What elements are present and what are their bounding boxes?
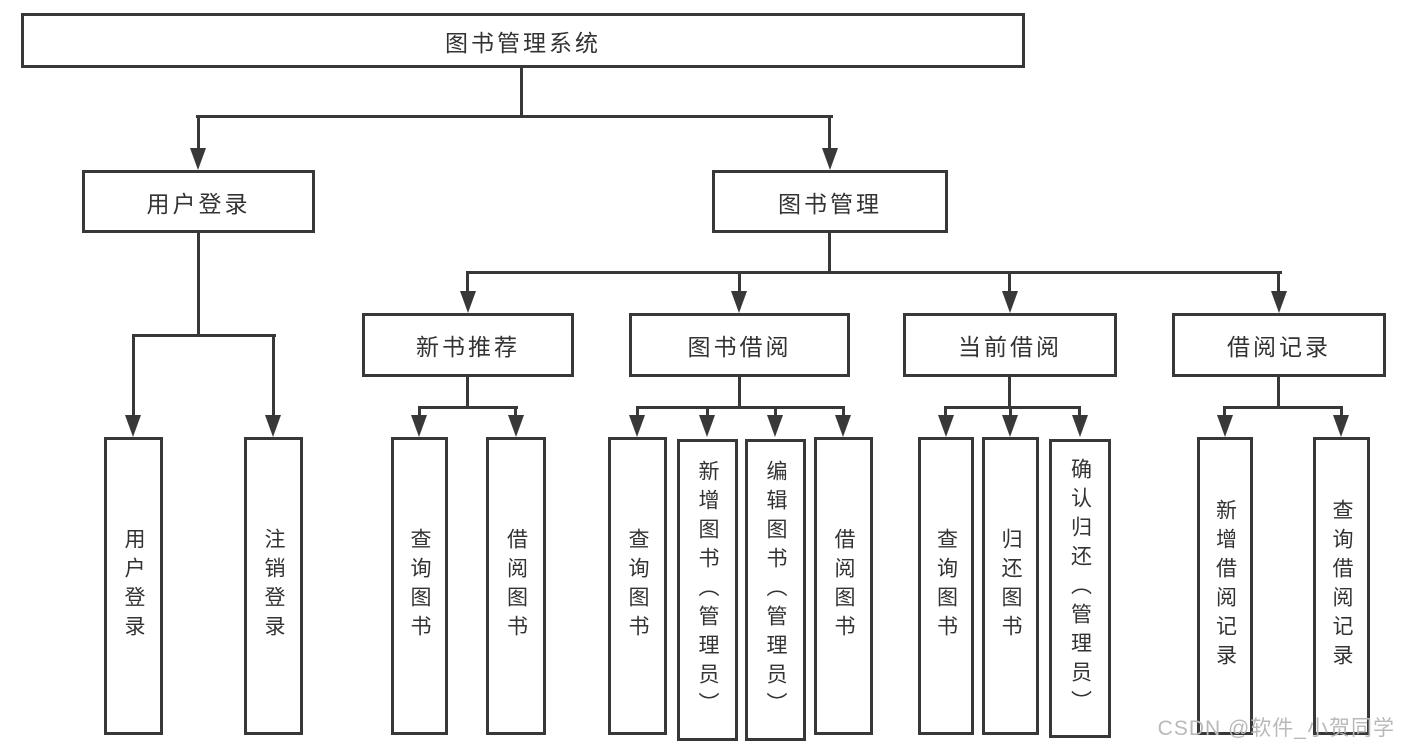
arrow-down-icon xyxy=(1333,415,1349,437)
connector-line xyxy=(1340,406,1343,418)
leaf-label: 查询图书 xyxy=(626,528,649,644)
leaf-label: 注销登录 xyxy=(262,528,285,644)
arrow-down-icon xyxy=(1271,291,1287,313)
connector-line xyxy=(196,115,833,118)
leaf-label: 编辑图书（管理员） xyxy=(764,459,787,721)
leaf-label: 归还图书 xyxy=(999,528,1022,644)
leaf-label: 查询借阅记录 xyxy=(1330,499,1353,673)
connector-line xyxy=(636,406,639,418)
connector-line xyxy=(842,406,845,418)
connector-line xyxy=(197,233,200,337)
connector-line xyxy=(944,406,1081,409)
connector-line xyxy=(738,271,741,294)
arrow-down-icon xyxy=(1002,415,1018,437)
arrow-down-icon xyxy=(699,415,715,437)
arrow-down-icon xyxy=(938,415,954,437)
leaf-label: 新增借阅记录 xyxy=(1213,499,1237,673)
connector-line xyxy=(418,406,421,418)
leaf-borrow-books-borrowing: 借阅图书 xyxy=(814,437,873,735)
connector-line xyxy=(1277,377,1280,409)
node-book-borrowing: 图书借阅 xyxy=(629,313,850,377)
arrow-down-icon xyxy=(629,415,645,437)
connector-line xyxy=(1223,406,1343,409)
node-current-borrowing: 当前借阅 xyxy=(903,313,1117,377)
node-label: 用户登录 xyxy=(146,190,251,217)
connector-line xyxy=(466,271,469,294)
leaf-edit-book-admin: 编辑图书（管理员） xyxy=(745,439,806,741)
arrow-down-icon xyxy=(460,291,476,313)
node-library-management-system: 图书管理系统 xyxy=(21,13,1025,68)
node-borrowing-records: 借阅记录 xyxy=(1172,313,1386,377)
connector-line xyxy=(132,334,276,337)
leaf-add-borrow-record: 新增借阅记录 xyxy=(1197,437,1253,735)
leaf-query-books-borrowing: 查询图书 xyxy=(608,437,667,735)
node-book-management: 图书管理 xyxy=(712,170,948,233)
connector-line xyxy=(520,68,523,118)
leaf-label: 查询图书 xyxy=(934,528,958,644)
leaf-label: 新增图书（管理员） xyxy=(696,459,719,721)
arrow-down-icon xyxy=(508,415,524,437)
connector-line xyxy=(738,377,741,409)
connector-line xyxy=(636,406,845,409)
connector-line xyxy=(1008,271,1011,294)
node-new-book-recommend: 新书推荐 xyxy=(362,313,574,377)
leaf-label: 借阅图书 xyxy=(504,528,528,644)
arrow-down-icon xyxy=(1002,291,1018,313)
connector-line xyxy=(828,233,831,274)
arrow-down-icon xyxy=(125,415,141,437)
connector-line xyxy=(828,115,831,151)
arrow-down-icon xyxy=(731,291,747,313)
connector-line xyxy=(706,406,709,418)
leaf-label: 确认归还（管理员） xyxy=(1068,458,1092,719)
connector-line xyxy=(1078,406,1081,418)
leaf-add-book-admin: 新增图书（管理员） xyxy=(677,439,738,741)
connector-line xyxy=(514,406,517,418)
arrow-down-icon xyxy=(1072,415,1088,437)
connector-line xyxy=(1009,406,1012,418)
leaf-query-borrow-record: 查询借阅记录 xyxy=(1313,437,1370,735)
arrow-down-icon xyxy=(265,415,281,437)
arrow-down-icon xyxy=(835,415,851,437)
connector-line xyxy=(466,271,1282,274)
arrow-down-icon xyxy=(767,415,783,437)
leaf-borrow-books-recommend: 借阅图书 xyxy=(486,437,546,735)
connector-line xyxy=(1223,406,1226,418)
leaf-query-books-current: 查询图书 xyxy=(918,437,974,735)
connector-line xyxy=(1277,271,1280,294)
node-label: 借阅记录 xyxy=(1227,334,1331,360)
node-label: 图书管理 xyxy=(778,190,882,217)
connector-line xyxy=(1008,377,1011,409)
connector-line xyxy=(197,115,200,151)
connector-line xyxy=(418,406,518,409)
leaf-user-login: 用户登录 xyxy=(104,437,163,735)
leaf-label: 查询图书 xyxy=(408,528,431,644)
arrow-down-icon xyxy=(822,148,838,170)
leaf-label: 借阅图书 xyxy=(832,528,855,644)
node-label: 当前借阅 xyxy=(958,334,1062,360)
node-user-login: 用户登录 xyxy=(82,170,315,233)
watermark: CSDN @软件_小贺同学 xyxy=(1157,717,1395,740)
connector-line xyxy=(466,377,469,409)
node-label: 图书管理系统 xyxy=(445,29,601,56)
arrow-down-icon xyxy=(411,415,427,437)
connector-line xyxy=(132,334,135,418)
leaf-query-books-recommend: 查询图书 xyxy=(391,437,448,735)
node-label: 图书借阅 xyxy=(687,334,792,360)
connector-line xyxy=(944,406,947,418)
leaf-confirm-return-admin: 确认归还（管理员） xyxy=(1049,439,1111,738)
arrow-down-icon xyxy=(190,148,206,170)
leaf-label: 用户登录 xyxy=(122,528,145,644)
connector-line xyxy=(774,406,777,418)
connector-line xyxy=(272,334,275,418)
arrow-down-icon xyxy=(1217,415,1233,437)
node-label: 新书推荐 xyxy=(416,334,520,360)
leaf-logout: 注销登录 xyxy=(244,437,303,735)
leaf-return-book: 归还图书 xyxy=(982,437,1039,735)
